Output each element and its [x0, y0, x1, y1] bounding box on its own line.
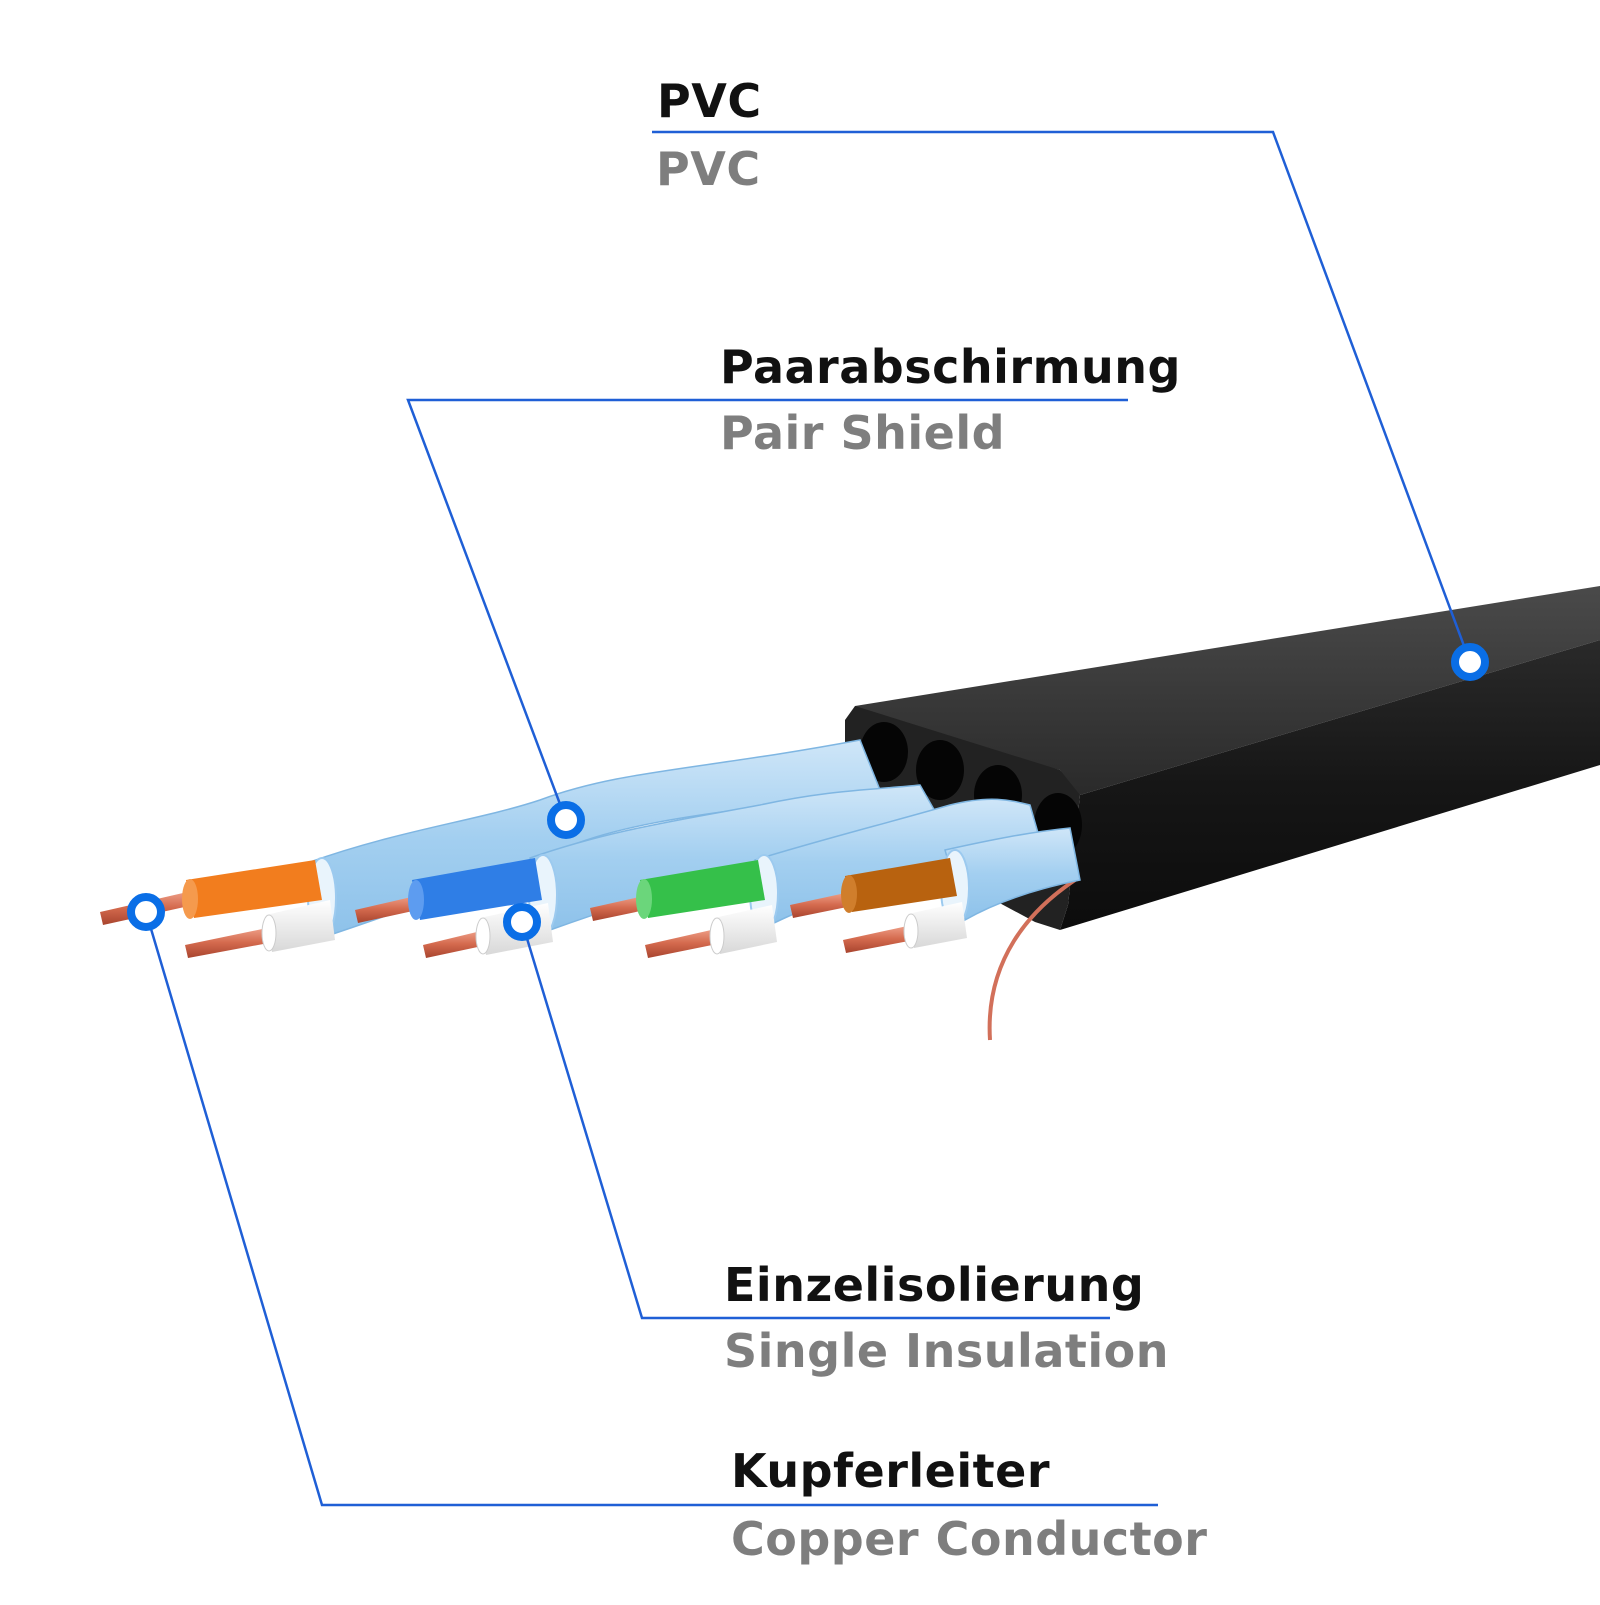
insulation-green: [640, 860, 765, 918]
label-pvc-en: PVC: [656, 142, 761, 196]
drain-wire: [987, 878, 1077, 1041]
marker-pair-shield: [547, 801, 585, 839]
insulation-end: [475, 917, 491, 955]
label-copper-conductor-de: Kupferleiter: [731, 1444, 1051, 1498]
insulation-end: [182, 879, 198, 919]
pair-green: [590, 798, 1041, 958]
marker-single-insulation: [503, 903, 541, 941]
conductor-copper: [790, 892, 852, 918]
pair-blue: [355, 784, 942, 958]
label-single-insulation-en: Single Insulation: [724, 1324, 1169, 1378]
conductor-copper: [843, 925, 914, 953]
jacket-opening: [916, 740, 964, 800]
insulation-orange: [186, 860, 322, 918]
insulation-end: [709, 917, 725, 955]
insulation-white: [714, 905, 777, 954]
conductor-copper: [355, 895, 422, 923]
label-copper-conductor-en: Copper Conductor: [731, 1512, 1208, 1566]
insulation-white: [266, 900, 335, 952]
callout-line-pvc: [652, 130, 1472, 663]
insulation-white: [908, 902, 967, 948]
insulation-brown: [845, 858, 957, 912]
insulation-blue: [412, 858, 542, 920]
callout-line-single-insulation: [520, 921, 1110, 1320]
pair-shield: [944, 827, 1081, 922]
insulation-end: [841, 875, 857, 913]
conductor-copper: [645, 928, 722, 958]
marker-pvc: [1451, 643, 1489, 681]
insulation-end: [408, 880, 424, 920]
callout-lines: [144, 130, 1472, 1507]
jacket-side-face: [1060, 640, 1600, 930]
label-pair-shield-de: Paarabschirmung: [720, 340, 1181, 394]
label-pair-shield-en: Pair Shield: [720, 406, 1006, 460]
marker-copper-conductor: [127, 893, 165, 931]
label-single-insulation-de: Einzelisolierung: [724, 1258, 1145, 1312]
callout-line-copper-conductor: [144, 911, 1158, 1507]
insulation-end: [636, 879, 652, 919]
callout-line-pair-shield: [406, 398, 1128, 821]
insulation-end: [261, 914, 277, 952]
insulation-end: [903, 913, 919, 949]
conductor-copper: [423, 930, 487, 958]
label-pvc-de: PVC: [657, 74, 762, 128]
conductor-copper: [185, 927, 274, 958]
pair-brown: [790, 827, 1081, 953]
jacket-top-face: [855, 586, 1600, 795]
jacket-opening: [860, 722, 908, 782]
conductor-copper: [590, 895, 650, 921]
callout-markers: [127, 643, 1489, 941]
